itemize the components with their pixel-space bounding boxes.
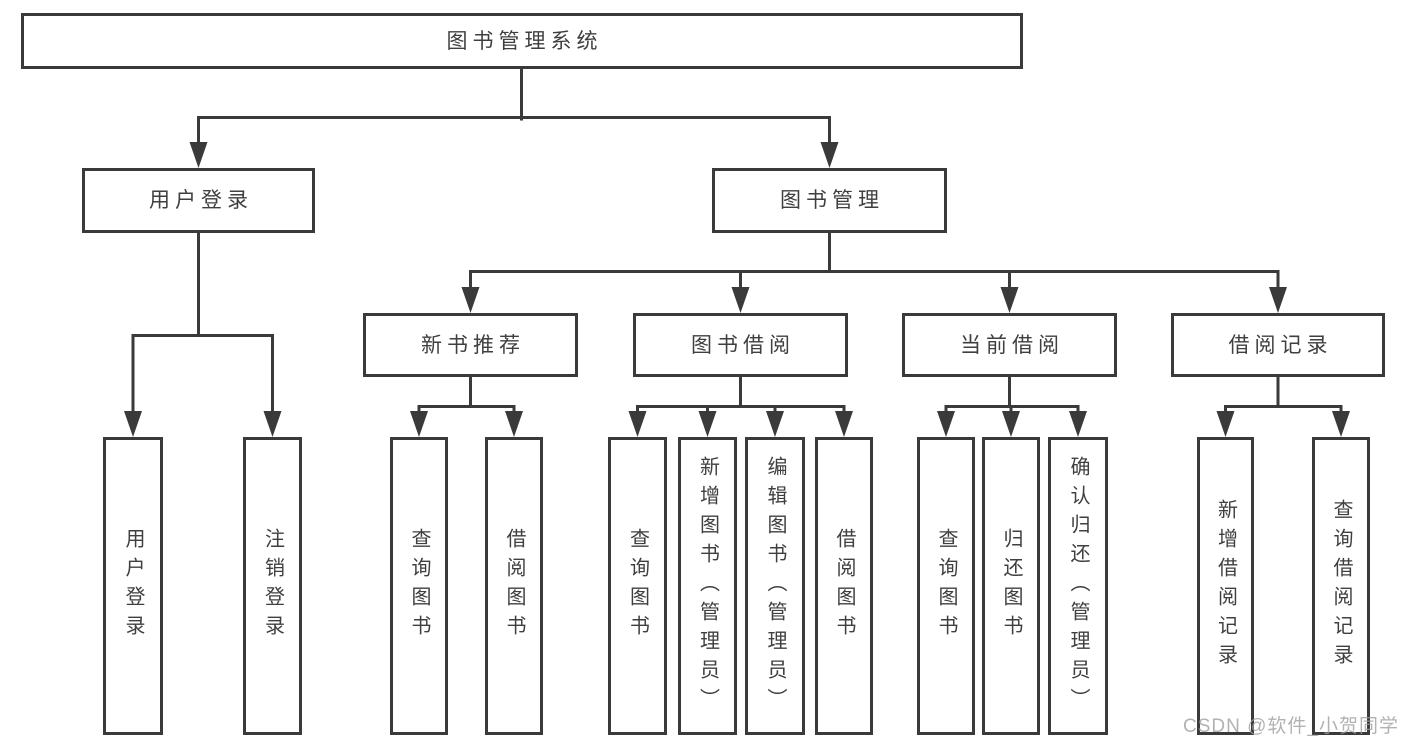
connector-login-drops [131,334,274,416]
arrowhead [820,142,839,168]
node-label: 借阅图书 [503,528,525,644]
arrowhead [698,411,717,437]
leaf-edit-books-admin: 编辑图书（管理员） [745,437,805,735]
node-label: 查询借阅记录 [1330,499,1352,673]
node-label: 新增借阅记录 [1214,499,1237,673]
leaf-confirm-return-admin: 确认归还（管理员） [1048,437,1108,735]
arrowhead [731,287,750,313]
leaf-query-books-recommend: 查询图书 [390,437,448,735]
node-label: 用户登录 [149,189,253,212]
leaf-add-books-admin: 新增图书（管理员） [678,437,737,735]
connector-borrowing-drops [636,405,846,416]
node-borrowing-records: 借阅记录 [1171,313,1385,377]
node-label: 用户登录 [122,528,144,644]
arrowhead [461,287,480,313]
leaf-query-borrow-record: 查询借阅记录 [1312,437,1370,735]
node-label: 查询图书 [408,528,430,644]
node-label: 编辑图书（管理员） [764,455,786,717]
leaf-borrow-books-borrowing: 借阅图书 [815,437,873,735]
node-current-borrowing: 当前借阅 [902,313,1117,377]
node-label: 确认归还（管理员） [1067,455,1089,717]
leaf-query-books-current: 查询图书 [917,437,975,735]
connector-level2-drops [197,116,831,148]
connector-arrowheads [124,142,1350,437]
arrowhead [766,411,784,437]
arrowhead [1069,411,1087,437]
arrowhead [835,411,853,437]
leaf-borrow-books-recommend: 借阅图书 [485,437,543,735]
node-label: 借阅图书 [833,528,855,644]
arrowhead [628,411,647,437]
arrowhead [189,142,208,168]
arrowhead [410,411,428,437]
node-label: 注销登录 [261,528,284,644]
node-label: 当前借阅 [960,333,1064,357]
leaf-logout: 注销登录 [243,437,302,735]
node-user-login: 用户登录 [82,168,315,233]
node-label: 借阅记录 [1228,333,1333,357]
arrowhead [1332,411,1350,437]
arrowhead [937,411,955,437]
node-label: 图书管理系统 [446,29,603,53]
leaf-add-borrow-record: 新增借阅记录 [1197,437,1254,735]
node-label: 图书管理 [780,189,884,212]
node-label: 新增图书（管理员） [696,455,719,717]
arrowhead [1269,287,1287,313]
leaf-query-books-borrowing: 查询图书 [608,437,667,735]
leaf-return-books: 归还图书 [982,437,1040,735]
arrowhead [1216,411,1235,437]
node-book-management: 图书管理 [712,168,947,233]
node-label: 查询图书 [626,528,649,644]
leaf-user-login: 用户登录 [103,437,163,735]
node-new-book-recommendation: 新书推荐 [363,313,578,377]
connector-level3-drops [469,270,1280,292]
node-label: 新书推荐 [421,333,525,357]
arrowhead [263,411,282,437]
arrowhead [1000,287,1019,313]
node-label: 查询图书 [935,528,957,644]
connector-strokes [131,65,1343,416]
node-library-system: 图书管理系统 [21,13,1023,69]
watermark: CSDN @软件_小贺同学 [1183,716,1399,737]
arrowhead [124,411,142,437]
node-label: 归还图书 [1000,528,1022,644]
node-label: 图书借阅 [691,333,795,357]
arrowhead [505,411,523,437]
node-book-borrowing: 图书借阅 [633,313,848,377]
arrowhead [1002,411,1020,437]
